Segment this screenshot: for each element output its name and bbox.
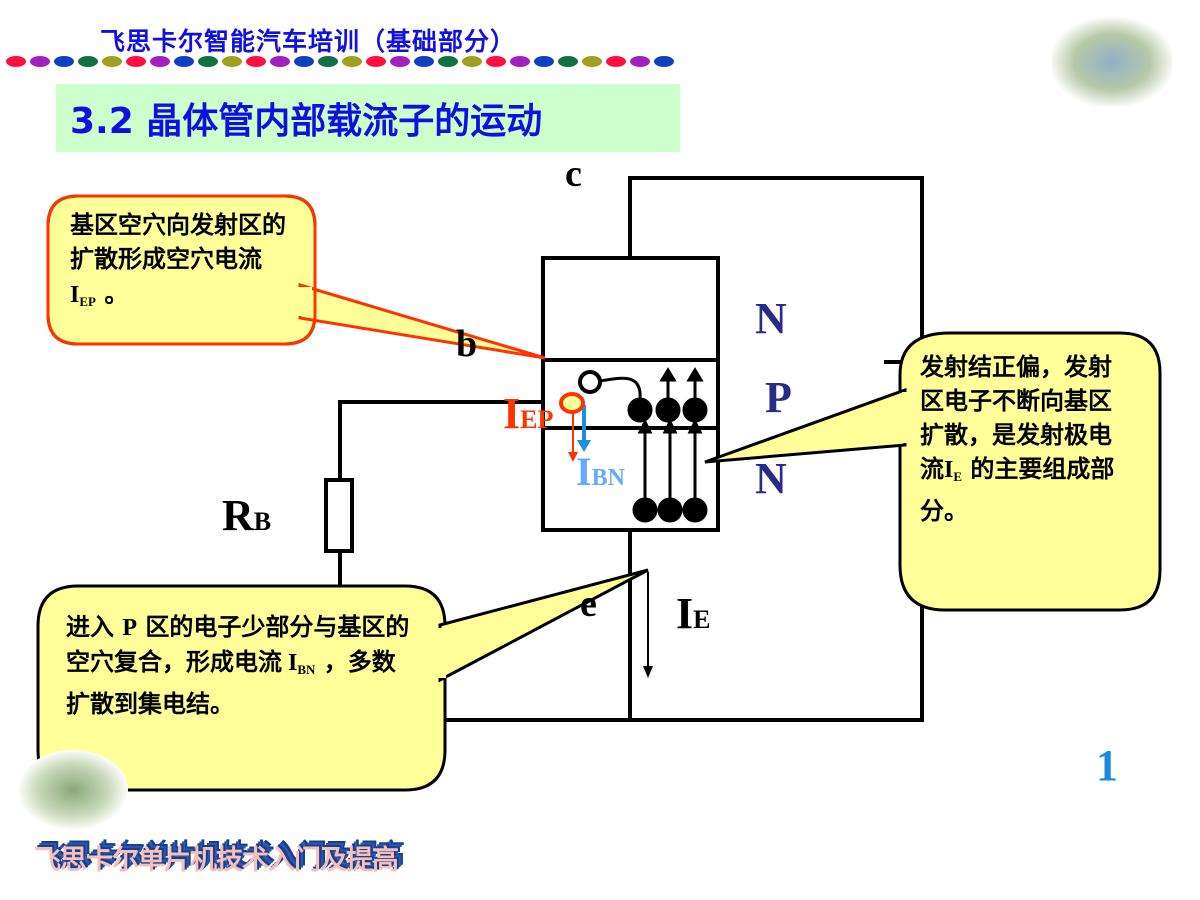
- decorative-dot: [126, 56, 146, 67]
- decorative-dot: [654, 56, 674, 67]
- decorative-dot: [390, 56, 410, 67]
- course-title: 飞思卡尔智能汽车培训（基础部分）: [100, 27, 517, 56]
- footer-logo-text: 飞思卡尔单片机技术入门及提高: [34, 845, 399, 876]
- decorative-dot: [102, 56, 122, 67]
- decorative-dot: [198, 56, 218, 67]
- decorative-dot: [294, 56, 314, 67]
- decorative-dot: [246, 56, 266, 67]
- decorative-dot: [54, 56, 74, 67]
- resistor: [324, 478, 354, 553]
- region-p: P: [765, 373, 792, 422]
- decorative-dot: [582, 56, 602, 67]
- decorative-dot-divider: [6, 56, 718, 68]
- ibn-label: IBN: [576, 449, 625, 494]
- decorative-dot: [78, 56, 98, 67]
- decorative-dot: [366, 56, 386, 67]
- decorative-dot: [174, 56, 194, 67]
- decorative-dot: [150, 56, 170, 67]
- decorative-dot: [534, 56, 554, 67]
- decorative-dot: [414, 56, 434, 67]
- base-wire: [338, 400, 543, 480]
- hole-red: [559, 392, 585, 414]
- flower-decoration: [18, 750, 128, 830]
- slide-title: 3.2 晶体管内部载流子的运动: [70, 101, 543, 142]
- ibn-arrow: [577, 440, 591, 452]
- decorative-dot: [438, 56, 458, 67]
- iep-label: IEP: [503, 389, 554, 438]
- resistor-label: RB: [222, 491, 272, 540]
- decorative-dot: [222, 56, 242, 67]
- terminal-e-label: e: [580, 583, 597, 625]
- landscape-photo: [1052, 18, 1172, 106]
- decorative-dot: [342, 56, 362, 67]
- decorative-dot: [270, 56, 290, 67]
- callout-recombination: [36, 584, 447, 792]
- electrons: [599, 367, 708, 523]
- decorative-dot: [462, 56, 482, 67]
- hole: [578, 370, 602, 394]
- decorative-dot: [630, 56, 650, 67]
- region-n-bottom: N: [755, 454, 787, 503]
- decorative-dot: [510, 56, 530, 67]
- iep-arrow: [568, 452, 578, 462]
- terminal-b-label: b: [456, 323, 478, 358]
- decorative-dot: [558, 56, 578, 67]
- callout-hole-current-text: 基区空穴向发射区的扩散形成空穴电流 IEP 。: [70, 211, 286, 309]
- callout-emitter: [898, 331, 1162, 612]
- ie-arrow: [643, 666, 653, 678]
- terminal-c-label: c: [565, 153, 582, 195]
- decorative-dot: [486, 56, 506, 67]
- title-background: [56, 84, 680, 152]
- page-number: 1: [1096, 741, 1118, 790]
- callout-emitter-text: 发射结正偏，发射区电子不断向基区扩散，是发射极电流IE 的主要组成部分。: [920, 353, 1115, 525]
- decorative-dot: [606, 56, 626, 67]
- decorative-dot: [318, 56, 338, 67]
- ie-label: IE: [676, 589, 711, 638]
- decorative-dot: [30, 56, 50, 67]
- callout-recombination-text: 进入 P 区的电子少部分与基区的空穴复合，形成电流 IBN ，多数扩散到集电结。: [66, 613, 410, 718]
- region-n-top: N: [755, 294, 787, 343]
- decorative-dot: [6, 56, 26, 67]
